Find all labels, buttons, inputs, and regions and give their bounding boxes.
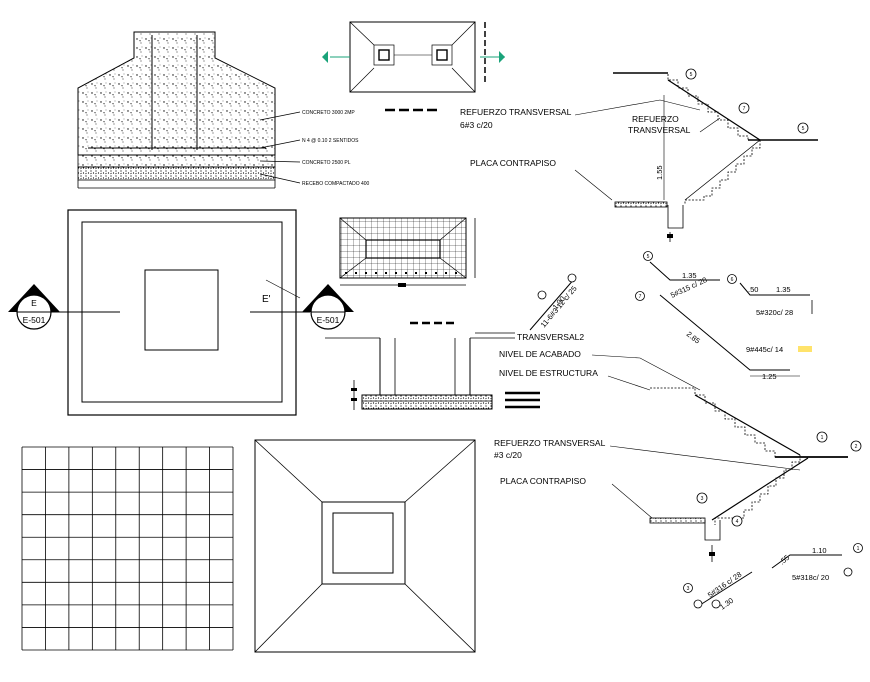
bar-details-upper: 1.35 5#315 c/ 28 5 .50 1.35 5#320c/ 28 6… bbox=[529, 251, 813, 381]
left-bar-dim-b: 11-6#3 12 c/ 25 bbox=[539, 284, 579, 329]
bar-marker-number: 3 bbox=[701, 496, 704, 502]
bar-marker bbox=[685, 68, 697, 80]
small-footing-plan bbox=[322, 21, 505, 112]
label-placa-contrapiso: PLACA CONTRAPISO bbox=[470, 158, 556, 168]
section-sheet-ref: E-501 bbox=[23, 315, 46, 325]
note-compacted-fill: RECEBO COMPACTADO 400 bbox=[302, 181, 370, 187]
bar6-dim-a: .50 bbox=[748, 285, 758, 294]
note-concrete-3000: CONCRETO 3000 2MP bbox=[302, 110, 355, 116]
bar-marker bbox=[738, 102, 750, 114]
bar-marker-number: 6 bbox=[731, 277, 734, 283]
footing-section: CONCRETO 3000 2MP N 4 @ 0.10 2 SENTIDOS … bbox=[77, 31, 370, 189]
bar-marker-number: 3 bbox=[687, 586, 690, 592]
bar-marker-number: 1 bbox=[821, 435, 824, 441]
bar7-dim-b: 1.25 bbox=[762, 372, 777, 381]
footing-concrete-outline bbox=[77, 31, 276, 156]
bar7-dim: 2.85 bbox=[685, 329, 702, 345]
lean-concrete-layer bbox=[77, 154, 276, 168]
bar3-spec: 5#316 c/ 28 bbox=[706, 570, 743, 600]
bar-marker bbox=[797, 122, 809, 134]
compacted-fill-layer bbox=[77, 166, 276, 181]
label-refuerzo-transversal: REFUERZO TRANSVERSAL bbox=[460, 107, 572, 117]
label-refuerzo-right-1: REFUERZO bbox=[632, 114, 679, 124]
bar5-dim: 1.35 bbox=[682, 271, 697, 280]
section-letter: E bbox=[31, 298, 37, 308]
slab-mesh-detail bbox=[339, 217, 476, 325]
section-sheet-ref: E-501 bbox=[317, 315, 340, 325]
section-marker-icon bbox=[499, 51, 505, 63]
bar-marker-number: 5 bbox=[802, 126, 805, 132]
section-marker-icon bbox=[322, 51, 328, 63]
bar-marker-number: 7 bbox=[639, 294, 642, 300]
label-refuerzo-transversal-lower: REFUERZO TRANSVERSAL bbox=[494, 438, 606, 448]
column-section bbox=[325, 337, 540, 410]
label-nivel-estructura: NIVEL DE ESTRUCTURA bbox=[499, 368, 598, 378]
section-callout-left: E E-501 bbox=[8, 284, 60, 330]
bar1-spec: 5#318c/ 20 bbox=[792, 573, 829, 582]
bar-marker-number: 1 bbox=[857, 546, 860, 552]
bar3-dim: 1.30 bbox=[718, 596, 735, 612]
bar-marker-number: 2 bbox=[855, 444, 858, 450]
stair-height-dim: 1.55 bbox=[655, 165, 664, 180]
label-refuerzo-spec-lower: #3 c/20 bbox=[494, 450, 522, 460]
section-callout-right: E-501 E' bbox=[262, 279, 354, 330]
stair-section-upper: 1.55 5 7 5 REFUERZO TRANSVERSAL 6#3 c/20… bbox=[460, 68, 818, 242]
label-nivel-acabado: NIVEL DE ACABADO bbox=[499, 349, 581, 359]
label-transversal2: TRANSVERSAL2 bbox=[517, 332, 584, 342]
bar1-dim-b: 1.10 bbox=[812, 546, 827, 555]
label-placa-contrapiso-lower: PLACA CONTRAPISO bbox=[500, 476, 586, 486]
bar-marker-number: 5 bbox=[647, 254, 650, 260]
footing-plan: E E-501 E-501 E' bbox=[8, 209, 354, 416]
note-concrete-2500: CONCRETO 2500 PL bbox=[302, 160, 351, 166]
section-letter: E' bbox=[262, 294, 271, 305]
label-refuerzo-spec: 6#3 c/20 bbox=[460, 120, 493, 130]
bar6-spec: 5#320c/ 28 bbox=[756, 308, 793, 317]
bar-marker-number: 7 bbox=[743, 106, 746, 112]
bar-marker-number: 5 bbox=[690, 72, 693, 78]
label-refuerzo-right-2: TRANSVERSAL bbox=[628, 125, 691, 135]
bar-marker-number: 4 bbox=[736, 519, 739, 525]
stair-section-lower: 1 2 3 4 TRANSVERSAL2 NIVEL DE ACABADO NI… bbox=[475, 332, 862, 562]
bar6-dim-b: 1.35 bbox=[776, 285, 791, 294]
tile-grid bbox=[21, 446, 234, 651]
bar7-spec: 9#445c/ 14 bbox=[746, 345, 783, 354]
footing-plan-bottom bbox=[254, 439, 476, 653]
note-rebar: N 4 @ 0.10 2 SENTIDOS bbox=[302, 138, 359, 144]
